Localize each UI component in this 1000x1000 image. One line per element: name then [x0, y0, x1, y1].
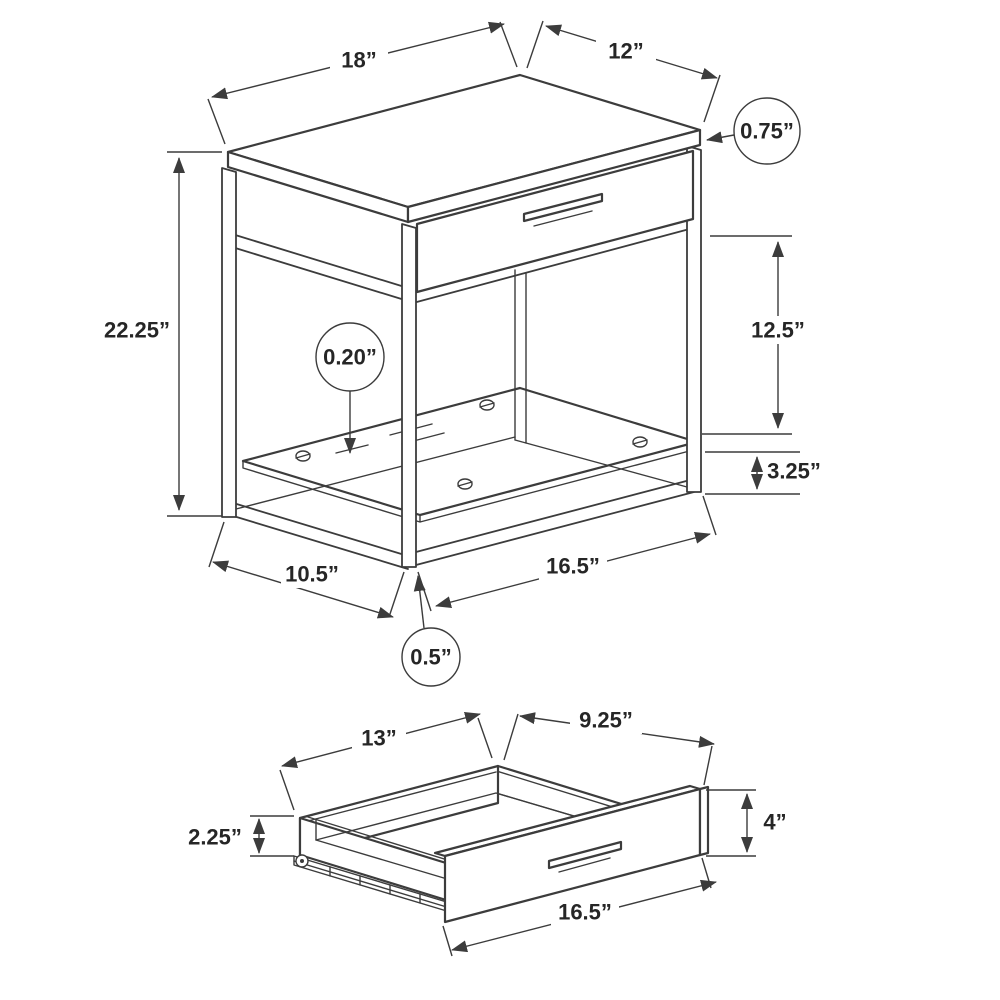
label-bg	[551, 898, 619, 926]
dim-label-front-height: 4”	[763, 810, 786, 835]
drawer-drawing	[293, 764, 710, 924]
drawer-back-wall-rim	[307, 771, 497, 822]
balloon-glass-thickness: 0.20”	[315, 322, 385, 454]
dim-label-side-height: 2.25”	[188, 825, 242, 850]
balloon-top-thickness: 0.75”	[706, 97, 801, 165]
label-bg	[352, 724, 406, 752]
dim-label-glass-thickness: 0.20”	[323, 345, 377, 370]
dim-label-overall-height: 22.25”	[104, 318, 170, 343]
dim-top-width: 18”	[207, 21, 518, 145]
label-bg	[596, 36, 656, 66]
screw-slot	[479, 402, 495, 408]
tabletop	[226, 73, 702, 224]
dim-side-height: 2.25”	[188, 815, 294, 857]
dim-overall-height: 22.25”	[96, 151, 222, 517]
label-bg	[96, 315, 178, 345]
dim-label-top-depth: 12”	[608, 39, 643, 64]
drawer-dimensions: 13” 9.25” 2.25” 4” 16.5”	[188, 706, 787, 957]
slide-rail-midline	[293, 860, 451, 909]
drawer-handle-icon	[547, 840, 623, 870]
dim-label-base-depth: 10.5”	[285, 562, 339, 587]
slide-roller-center	[300, 859, 304, 863]
table-drawer-front	[415, 149, 695, 294]
extension-lines	[503, 713, 713, 786]
dim-label-drawer-to-shelf: 12.5”	[751, 318, 805, 343]
leader-line	[413, 575, 426, 629]
drawer-handle-icon	[522, 192, 604, 223]
screw-slot	[295, 453, 311, 459]
dim-inner-width: 13”	[279, 712, 493, 811]
drawer-front-panel	[415, 149, 695, 294]
dim-front-height: 4”	[706, 789, 787, 857]
drawer-handle-shadow	[533, 210, 593, 227]
dim-label-shelf-to-floor: 3.25”	[767, 459, 821, 484]
dim-shelf-to-floor: 3.25”	[705, 451, 821, 495]
table-drawing	[221, 73, 702, 570]
label-bg	[281, 560, 343, 588]
dim-label-inner-width: 13”	[361, 726, 396, 751]
table-back-leg	[514, 269, 527, 444]
dim-inner-depth: 9.25”	[503, 706, 715, 786]
slide-rail-ticks	[329, 866, 421, 904]
under-drawer-rail	[412, 226, 698, 304]
balloon-leg-thickness: 0.5”	[401, 575, 461, 687]
dim-label-leg-thickness: 0.5”	[410, 645, 452, 670]
label-bg	[539, 552, 607, 580]
balloon-circle	[401, 627, 461, 687]
label-bg	[330, 45, 388, 75]
screw-slot	[457, 481, 473, 487]
table-front-leg	[401, 223, 417, 568]
dim-label-top-width: 18”	[341, 48, 376, 73]
label-bg	[744, 316, 812, 344]
extension-lines	[702, 235, 792, 435]
label-bg	[570, 706, 642, 734]
dim-drawer-to-shelf: 12.5”	[702, 235, 812, 435]
balloon-circle	[733, 97, 801, 165]
table-dimensions: 18” 12” 0.75” 22.25” 12.5”	[96, 20, 821, 687]
tabletop-front-edge	[406, 128, 702, 224]
dim-label-base-width: 16.5”	[546, 554, 600, 579]
dim-top-depth: 12”	[526, 20, 721, 123]
screw-slot	[632, 439, 648, 445]
dim-label-front-width: 16.5”	[558, 900, 612, 925]
extension-lines	[706, 789, 756, 857]
dim-label-top-thickness: 0.75”	[740, 119, 794, 144]
dim-label-inner-depth: 9.25”	[579, 708, 633, 733]
table-apron-rails	[231, 233, 409, 302]
drawer-front-end-face	[698, 785, 710, 857]
table-left-leg	[221, 167, 237, 518]
dim-base-width: 16.5”	[417, 495, 717, 612]
extension-lines	[526, 20, 721, 123]
drawer-handle-shadow	[558, 857, 611, 873]
dimension-line	[212, 560, 394, 619]
glass-shine-marks	[335, 423, 445, 454]
dim-base-depth: 10.5”	[208, 521, 405, 619]
glass-retainer-screws	[295, 399, 648, 490]
extension-lines	[167, 151, 222, 517]
table-bottom-rails	[229, 478, 695, 570]
glass-shelf	[241, 386, 699, 523]
dim-front-width: 16.5”	[442, 857, 717, 957]
leader-line	[706, 131, 735, 144]
table-right-leg	[686, 145, 702, 493]
extension-lines	[250, 815, 294, 857]
balloon-circle	[315, 322, 385, 392]
extension-lines	[705, 451, 800, 495]
